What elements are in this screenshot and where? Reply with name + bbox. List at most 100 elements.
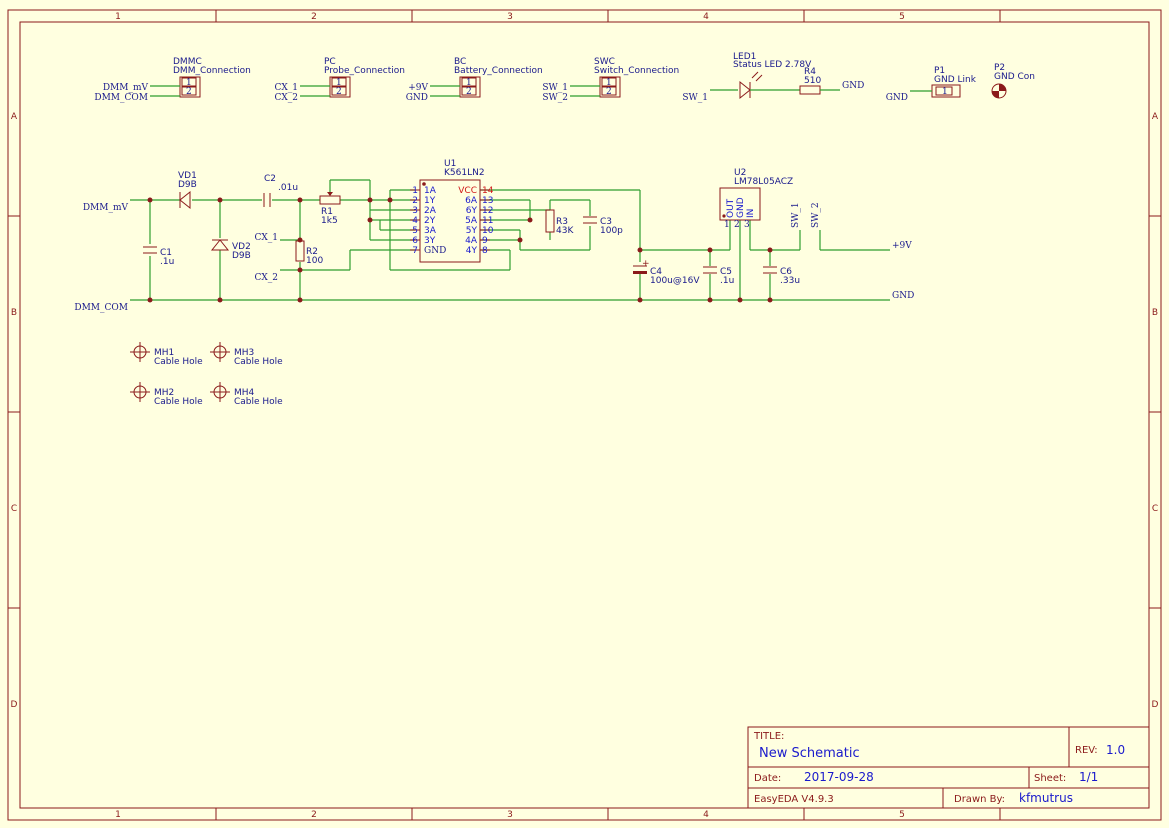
vd2-symbol bbox=[210, 239, 230, 251]
u1-pin-name: 1Y bbox=[424, 196, 436, 206]
c4-value: 100u@16V bbox=[650, 276, 700, 286]
r3-value: 43K bbox=[556, 226, 574, 236]
u1-pin-name: 3Y bbox=[424, 236, 436, 246]
p2-pad-fill bbox=[992, 91, 999, 98]
u1-pin-number: 8 bbox=[482, 246, 488, 256]
diode-vd2[interactable]: VD2 D9B bbox=[210, 239, 251, 261]
mounting-hole-ref: MH1 bbox=[154, 348, 174, 358]
u1-pin-name: 6Y bbox=[466, 206, 478, 216]
net-label: CX_1 bbox=[274, 83, 298, 93]
u1-pin-name: 5Y bbox=[466, 226, 478, 236]
u1-pin-number: 9 bbox=[482, 236, 488, 246]
r3-ref: R3 bbox=[556, 217, 568, 227]
connector-pin-box bbox=[461, 77, 477, 87]
u1-pin-number: 1 bbox=[412, 186, 418, 196]
sheet-value: 1/1 bbox=[1079, 770, 1098, 784]
col-label: 1 bbox=[115, 12, 121, 22]
capacitor-c3[interactable]: C3 100p bbox=[583, 216, 623, 236]
drawn-label: Drawn By: bbox=[954, 794, 1005, 805]
connector-pin-box bbox=[461, 86, 477, 96]
connector-swc[interactable]: SWC Switch_Connection 1 2 SW_1 SW_2 bbox=[542, 57, 679, 103]
u1-ref: U1 bbox=[444, 159, 456, 169]
connector-bc[interactable]: BC Battery_Connection 1 2 +9V GND bbox=[406, 57, 543, 103]
connector-pin-number: 2 bbox=[186, 87, 192, 97]
capacitor-c2[interactable]: C2 .01u bbox=[263, 174, 298, 207]
r2-body bbox=[295, 240, 305, 262]
vd1-symbol bbox=[179, 190, 191, 210]
title-value: New Schematic bbox=[759, 746, 860, 761]
border-column-ticks bbox=[215, 10, 1001, 820]
title-label: TITLE: bbox=[753, 731, 784, 742]
c6-value: .33u bbox=[780, 276, 800, 286]
p2-value: GND Con bbox=[994, 72, 1035, 82]
vd1-value: D9B bbox=[178, 180, 197, 190]
connector-pin-number: 2 bbox=[336, 87, 342, 97]
connector-ref: PC bbox=[324, 57, 336, 67]
u2-value: LM78L05ACZ bbox=[734, 177, 793, 187]
row-label: B bbox=[11, 308, 17, 318]
capacitor-c5[interactable]: C5 .1u bbox=[703, 266, 734, 286]
r4-body bbox=[799, 85, 821, 95]
resistor-r2[interactable]: R2 100 bbox=[295, 240, 323, 266]
u1-pin-number: 13 bbox=[482, 196, 493, 206]
col-label: 5 bbox=[899, 810, 905, 820]
u1-pin-number: 3 bbox=[412, 206, 418, 216]
connector-ref: BC bbox=[454, 57, 466, 67]
net-label: GND bbox=[842, 81, 864, 91]
connector-dmmc[interactable]: DMMC DMM_Connection 1 2 DMM_mV DMM_COM bbox=[94, 57, 251, 103]
capacitor-c1[interactable]: C1 .1u bbox=[143, 246, 174, 267]
connector-pin-box bbox=[601, 77, 617, 87]
net-label-dmm-mv: DMM_mV bbox=[83, 203, 129, 213]
rev-value: 1.0 bbox=[1106, 743, 1125, 757]
u2-pin-number: 2 bbox=[734, 220, 740, 230]
connector-body bbox=[459, 76, 481, 98]
net-label: DMM_COM bbox=[94, 93, 148, 103]
diode-vd1[interactable]: VD1 D9B bbox=[178, 171, 197, 210]
c3-value: 100p bbox=[600, 226, 623, 236]
led1-status[interactable]: LED1 Status LED 2.78V SW_1 R4 510 GND bbox=[682, 52, 864, 103]
u2-body bbox=[719, 187, 761, 221]
u1-pin-number: 14 bbox=[482, 186, 494, 196]
connector-name: Battery_Connection bbox=[454, 66, 543, 76]
p2-gnd-con[interactable]: P2 GND Con bbox=[991, 63, 1035, 99]
connector-pc[interactable]: PC Probe_Connection 1 2 CX_1 CX_2 bbox=[274, 57, 404, 103]
r1-body bbox=[319, 195, 341, 205]
row-label: D bbox=[11, 700, 18, 710]
connector-pin-box bbox=[181, 77, 197, 87]
mounting-hole-value: Cable Hole bbox=[234, 397, 283, 407]
net-label: GND bbox=[406, 93, 428, 103]
u1-pin1-mark bbox=[422, 182, 426, 186]
net-label: SW_1 bbox=[542, 83, 568, 93]
capacitor-c6[interactable]: C6 .33u bbox=[763, 266, 800, 286]
col-label: 2 bbox=[311, 12, 317, 22]
connector-ref: DMMC bbox=[173, 57, 202, 67]
junction-dots bbox=[147, 197, 773, 303]
potentiometer-r1[interactable]: R1 1k5 bbox=[319, 192, 341, 226]
connector-name: Probe_Connection bbox=[324, 66, 405, 76]
led-arrow bbox=[751, 71, 759, 79]
u2-pin1-mark bbox=[722, 214, 726, 218]
col-label: 4 bbox=[703, 810, 709, 820]
c6-ref: C6 bbox=[780, 267, 792, 277]
connector-pin-number: 2 bbox=[606, 87, 612, 97]
row-label: B bbox=[1152, 308, 1158, 318]
net-label: SW_2 bbox=[542, 93, 568, 103]
col-label: 4 bbox=[703, 12, 709, 22]
u1-pin-name: 2A bbox=[424, 206, 437, 216]
c2-ref: C2 bbox=[264, 174, 276, 184]
p1-gnd-link[interactable]: P1 GND Link 1 GND bbox=[886, 66, 977, 103]
p2-pad-fill bbox=[999, 84, 1006, 91]
capacitor-c4[interactable]: + C4 100u@16V bbox=[633, 259, 700, 286]
r1-ref: R1 bbox=[321, 207, 333, 217]
u1-pin-name: 3A bbox=[424, 226, 437, 236]
resistor-r3[interactable]: R3 43K bbox=[545, 209, 574, 236]
drawn-value: kfmutrus bbox=[1019, 791, 1073, 805]
connector-name: DMM_Connection bbox=[173, 66, 251, 76]
p2-ref: P2 bbox=[994, 63, 1005, 73]
